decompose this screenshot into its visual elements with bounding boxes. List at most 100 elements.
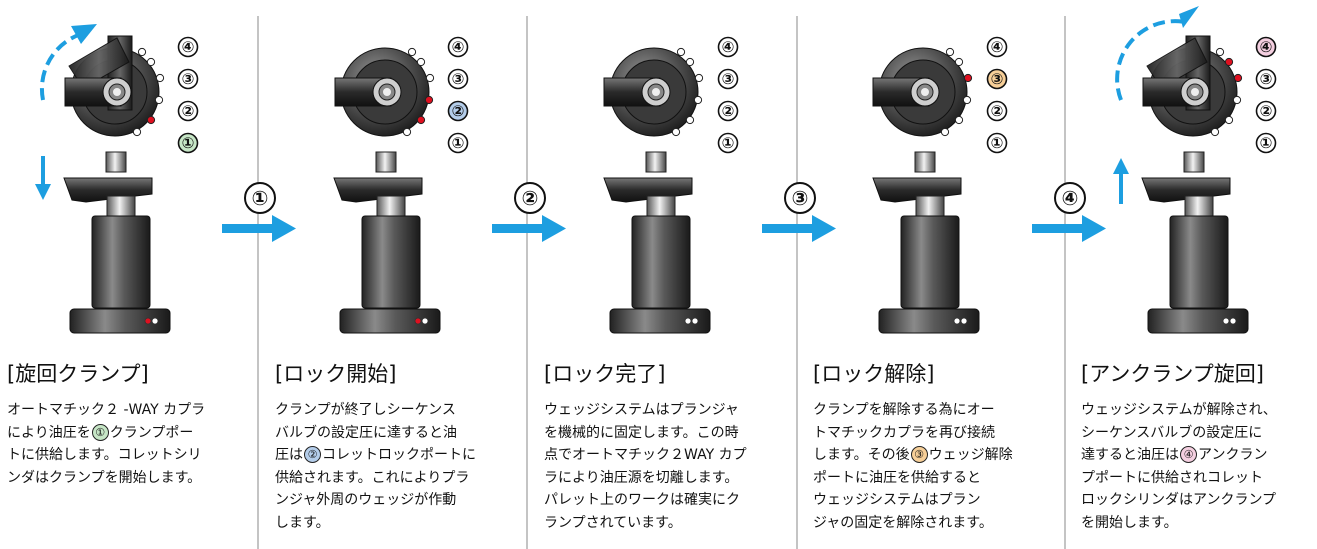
description-text: 達すると油圧は — [1081, 447, 1179, 463]
description-line: ジャの固定を解除されます。 — [813, 514, 993, 531]
port-label: ② — [447, 100, 469, 122]
valve-port-dot-icon — [962, 95, 972, 105]
cylinder-rod-top — [645, 151, 667, 173]
description-line: ウェッジシステムはプランジャ — [544, 402, 739, 418]
description-text: ウェッジ解除 — [928, 447, 1013, 463]
base-port-dot — [151, 317, 159, 325]
port-label: ② — [177, 100, 199, 122]
valve-port-dot-icon — [685, 115, 695, 125]
cylinder-rod-top — [105, 151, 127, 173]
port-label-text: ① — [991, 134, 1004, 152]
base-port-dot — [1229, 317, 1237, 325]
valve-port-dot-icon — [425, 73, 435, 83]
description-line: バルブの設定圧に達すると油 — [275, 424, 457, 441]
description-text: 圧は — [275, 447, 303, 463]
description-text: により油圧を — [7, 424, 91, 441]
port-label-circle — [447, 132, 469, 154]
port-label-text: ① — [452, 134, 465, 152]
port-label-circle — [177, 100, 199, 122]
port-label-text: ④ — [991, 38, 1004, 56]
description-line: ポートに油圧を供給すると — [813, 469, 981, 486]
port-label: ③ — [717, 68, 739, 90]
step-arrow-icon — [222, 224, 274, 233]
port-label-circle — [447, 100, 469, 122]
port-label-text: ④ — [182, 38, 195, 56]
valve-port-dot-icon — [1224, 57, 1234, 67]
port-label-circle — [986, 36, 1008, 58]
port-label-circle — [986, 132, 1008, 154]
step-arrow-icon — [1032, 224, 1084, 233]
step-number-text: ④ — [1062, 186, 1079, 210]
plunger-highlight — [383, 88, 391, 96]
description-text: コレットロックポートに — [322, 447, 476, 463]
down-arrow-icon — [35, 184, 51, 200]
port-label-circle — [1255, 100, 1277, 122]
port-label-circle — [447, 36, 469, 58]
description-line: トマチックカプラを再び接続 — [813, 424, 995, 441]
stage-description: ウェッジシステムはプランジャを機械的に固定します。この時点でオートマチック２WA… — [544, 399, 806, 534]
step-number-circle — [784, 182, 816, 214]
valve-port-dot-icon — [402, 127, 412, 137]
port-label-circle — [986, 100, 1008, 122]
valve-port-dot-icon — [154, 95, 164, 105]
port-label: ③ — [177, 68, 199, 90]
port-reference-badge: ② — [304, 446, 321, 463]
base-port-dot — [684, 317, 692, 325]
description-line: ウェッジシステムが解除され、 — [1081, 402, 1277, 418]
port-label: ③ — [447, 68, 469, 90]
description-text: します。その後 — [813, 447, 910, 463]
port-label-text: ③ — [991, 70, 1004, 88]
valve-port-dot-icon — [1210, 127, 1220, 137]
cylinder-base — [1147, 308, 1249, 334]
port-label-circle — [177, 68, 199, 90]
port-label: ① — [986, 132, 1008, 154]
description-line: ンダはクランプを開始します。 — [7, 469, 202, 486]
cylinder-base — [339, 308, 441, 334]
stage-title: [ロック解除] — [813, 362, 935, 386]
port-label-circle — [717, 100, 739, 122]
curved-rotation-arrow-icon — [1115, 19, 1186, 101]
step-arrow: ③ — [762, 182, 836, 242]
cylinder-base — [609, 308, 711, 334]
cylinder-rod — [646, 195, 676, 219]
port-label: ① — [447, 132, 469, 154]
curved-rotation-arrow-icon — [39, 32, 82, 101]
base-port-dot — [1222, 317, 1230, 325]
plunger-highlight — [652, 88, 660, 96]
port-label: ④ — [717, 36, 739, 58]
valve-port-dot-icon — [1233, 73, 1243, 83]
port-label-text: ② — [452, 102, 465, 120]
clamp-cylinder — [333, 151, 441, 334]
base-port-dot — [144, 317, 152, 325]
port-label: ② — [1255, 100, 1277, 122]
port-reference-badge: ① — [91, 423, 109, 441]
step-arrow-icon — [492, 224, 544, 233]
cylinder-base — [878, 308, 980, 334]
description-line: ウェッジシステムはプラン — [813, 492, 981, 508]
port-label-text: ② — [182, 102, 195, 120]
cylinder-body — [361, 215, 421, 309]
base-port-dot — [421, 317, 429, 325]
description-line: します。 — [275, 514, 330, 531]
step-number-text: ② — [522, 186, 539, 210]
valve-port-dot-icon — [146, 57, 156, 67]
port-label-text: ③ — [1260, 70, 1273, 88]
port-reference-badge: ③ — [910, 446, 928, 463]
cylinder-base — [69, 308, 171, 334]
port-label-text: ④ — [722, 38, 735, 56]
valve-port-dot-icon — [416, 115, 426, 125]
cylinder-body — [900, 215, 960, 309]
port-label: ① — [717, 132, 739, 154]
description-line: シーケンスバルブの設定圧に — [1081, 424, 1263, 441]
valve-port-dot-icon — [963, 73, 973, 83]
port-label-circle — [1255, 68, 1277, 90]
step-number-circle — [1054, 182, 1086, 214]
description-line: オートマチック２ -WAY カプラ — [7, 402, 206, 418]
step-arrow-icon — [812, 215, 836, 242]
